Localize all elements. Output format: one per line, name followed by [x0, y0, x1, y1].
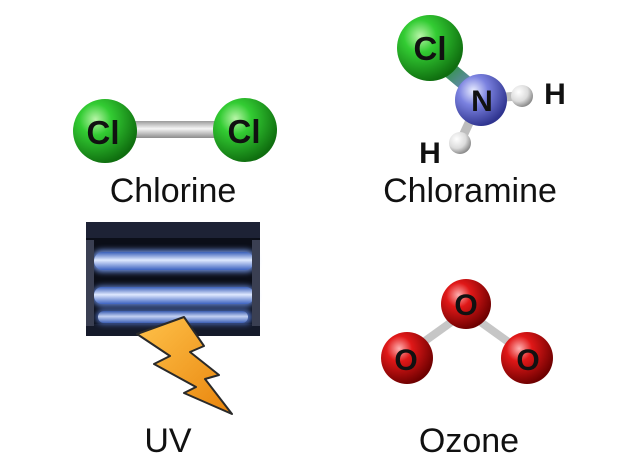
chlorine-atom [397, 15, 463, 81]
uv-tube-middle [94, 287, 254, 304]
chlorine-atom-right-label: Cl [228, 113, 261, 150]
chlorine-atom-left-label: Cl [87, 114, 120, 151]
chlorine-molecule: Cl Cl [73, 98, 277, 163]
lightning-bolt-icon [136, 316, 233, 415]
chlorine-atom-left [73, 99, 137, 163]
chloramine-h-bottom-label: H [419, 137, 441, 170]
oxygen-atom-left [381, 332, 433, 384]
chlorine-atom-right [213, 98, 277, 162]
chloramine-h-right-label: H [544, 78, 566, 111]
hydrogen-atom-right [511, 85, 533, 107]
cl-cl-bond [120, 121, 236, 138]
uv-lamp-photo [86, 222, 260, 336]
uv-tube-bottom [98, 311, 248, 323]
uv-tube-top [94, 252, 254, 270]
ozone-molecule: O O O [381, 279, 553, 384]
chloramine-n-label: N [471, 85, 493, 118]
uv-label: UV [144, 422, 192, 460]
ozone-o-top-label: O [454, 289, 477, 322]
ozone-o-left-label: O [394, 344, 417, 377]
ozone-o-right-label: O [516, 344, 539, 377]
chlorine-label: Chlorine [110, 172, 237, 210]
hydrogen-atom-bottom [449, 132, 471, 154]
chloramine-cl-label: Cl [414, 30, 447, 67]
oxygen-atom-top [441, 279, 491, 329]
nitrogen-atom [455, 74, 507, 126]
ozone-label: Ozone [419, 422, 519, 460]
chloramine-label: Chloramine [383, 172, 557, 210]
chloramine-molecule: Cl N H H [397, 15, 566, 170]
oxygen-atom-right [501, 332, 553, 384]
